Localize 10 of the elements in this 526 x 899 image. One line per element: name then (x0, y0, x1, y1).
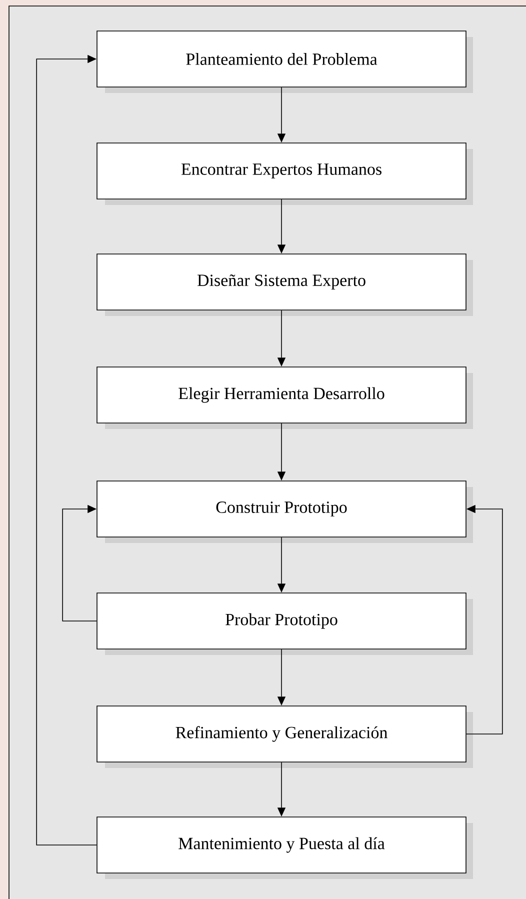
process-box: Construir Prototipo (96, 480, 466, 538)
process-box: Refinamiento y Generalización (96, 706, 466, 762)
arrow (62, 504, 97, 622)
arrow (36, 54, 97, 846)
process-box: Planteamiento del Problema (96, 30, 466, 88)
process-box: Elegir Herramienta Desarrollo (96, 366, 466, 424)
process-box: Diseñar Sistema Experto (96, 254, 466, 310)
process-box: Encontrar Expertos Humanos (96, 142, 466, 200)
process-box: Mantenimiento y Puesta al día (96, 816, 466, 874)
process-box: Probar Prototipo (96, 592, 466, 650)
